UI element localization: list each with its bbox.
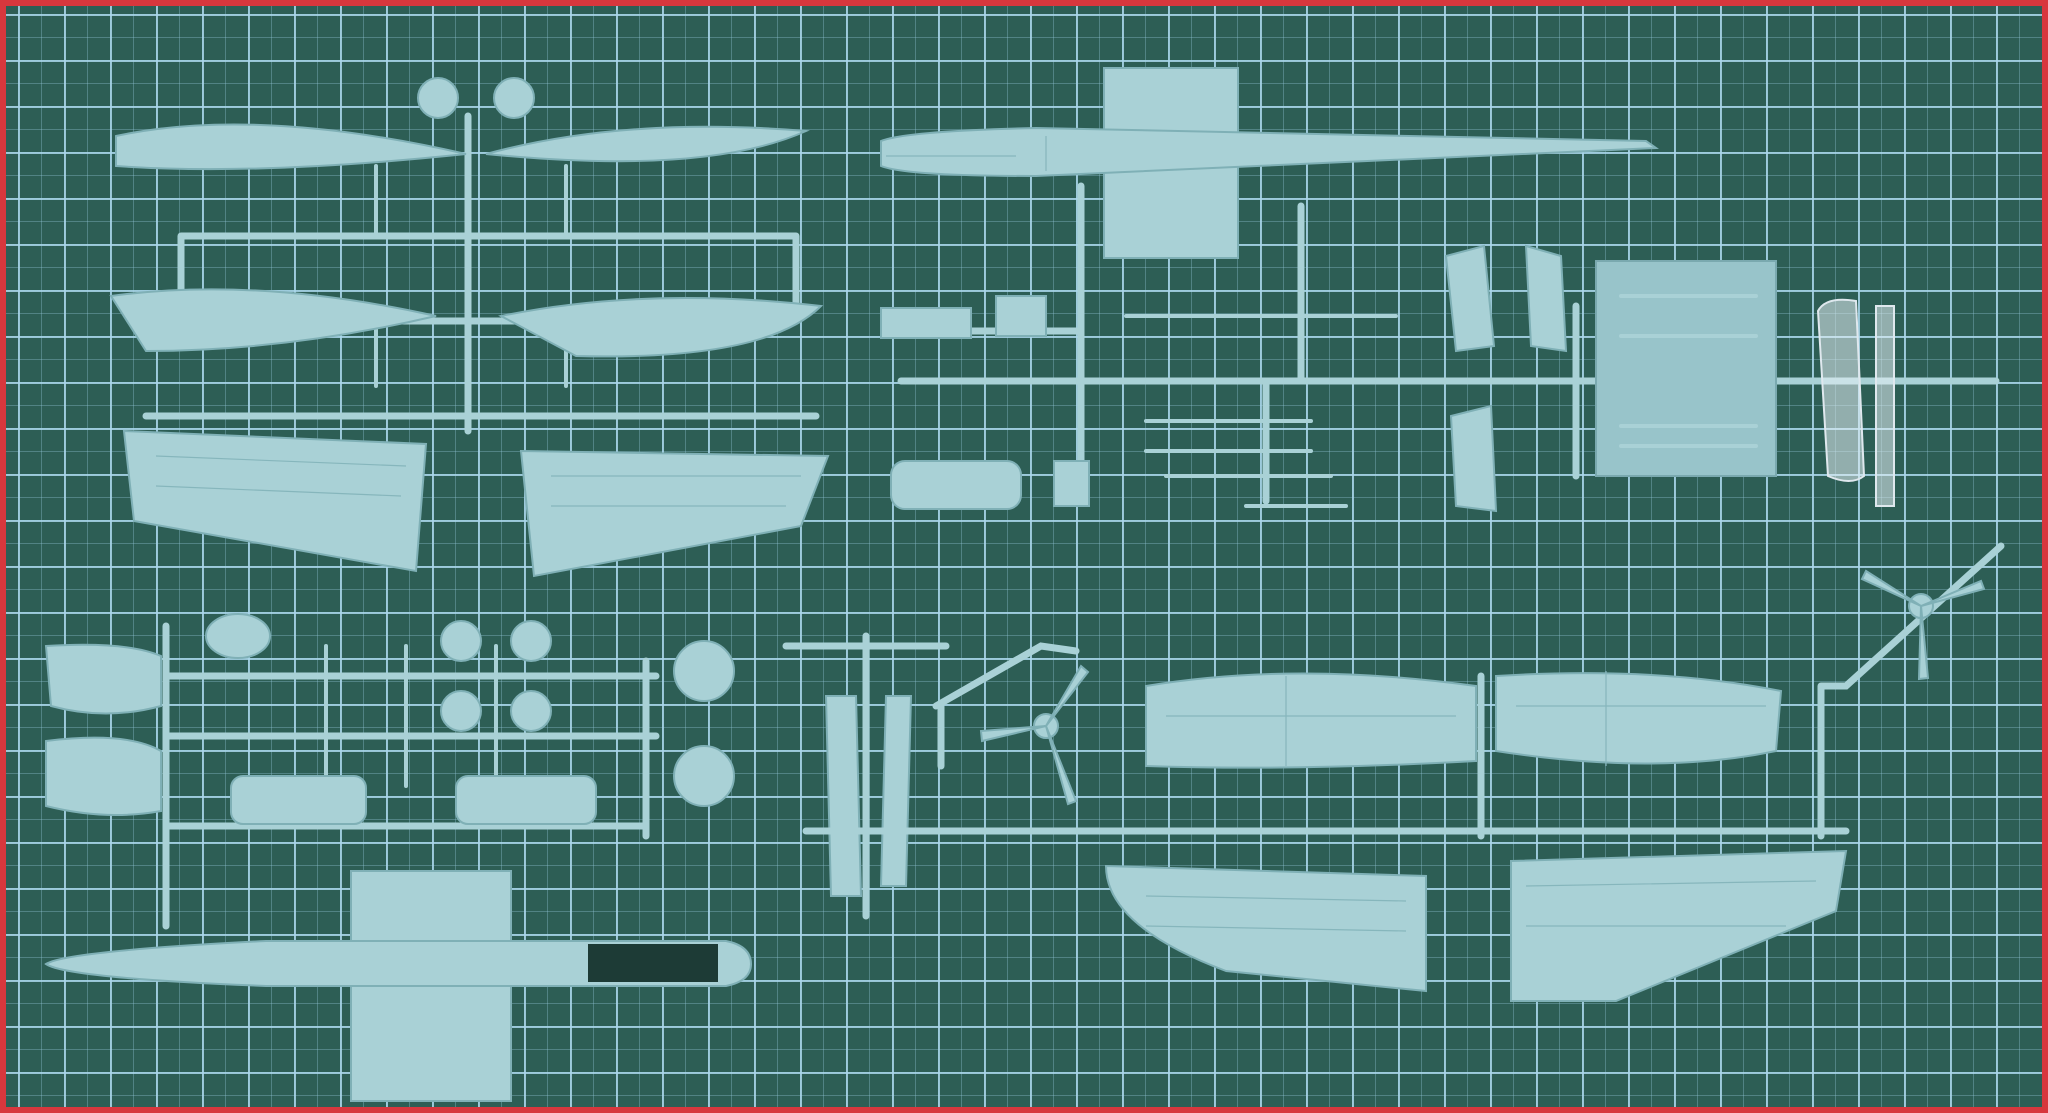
spinner-part xyxy=(205,613,271,659)
sprue-top-left xyxy=(109,77,830,578)
clear-sprue xyxy=(1875,305,1895,507)
wing-panel-part xyxy=(1145,672,1477,769)
sprue-top-center xyxy=(880,67,2000,513)
cockpit-opening xyxy=(588,944,718,982)
propeller-part xyxy=(979,664,1090,806)
main-wheel-part xyxy=(673,640,735,702)
fuselage-half-part xyxy=(498,297,824,358)
fuselage-half-part xyxy=(115,123,467,171)
strut-part xyxy=(879,695,913,887)
clear-canopy-part xyxy=(1816,298,1866,482)
wing-panel-part xyxy=(122,429,428,573)
small-part xyxy=(1053,460,1090,507)
strut-part xyxy=(1444,244,1496,353)
strut-part xyxy=(1449,404,1498,513)
fuselage-half-part xyxy=(109,288,437,353)
strut-part xyxy=(1524,244,1568,353)
engine-half-part xyxy=(455,775,597,825)
fuselage-half-part xyxy=(485,125,807,163)
small-part xyxy=(995,295,1047,337)
wheel-part xyxy=(510,690,552,732)
round-part xyxy=(493,77,535,119)
main-wheel-part xyxy=(673,745,735,807)
cutting-mat-background xyxy=(6,6,2042,1107)
wheel-part xyxy=(440,620,482,662)
round-part xyxy=(417,77,459,119)
engine-half-part xyxy=(230,775,367,825)
sprue-bottom-right xyxy=(932,542,2005,1002)
wing-panel-part xyxy=(1495,672,1783,765)
sprue-bottom-left xyxy=(44,613,1850,1102)
sprue-frame xyxy=(1595,260,1777,477)
wing-panel-part xyxy=(519,449,830,578)
propeller-part xyxy=(1860,569,1986,681)
tail-surface-part xyxy=(45,736,162,816)
strut-part xyxy=(824,695,863,897)
fuselage-half-part xyxy=(44,940,753,987)
small-part xyxy=(880,307,972,339)
small-part xyxy=(890,460,1022,510)
tail-surface-part xyxy=(44,643,162,715)
wheel-part xyxy=(510,620,552,662)
model-kit-sprues xyxy=(44,67,2005,1102)
wheel-part xyxy=(440,690,482,732)
fuselage-half-part xyxy=(880,126,1659,178)
